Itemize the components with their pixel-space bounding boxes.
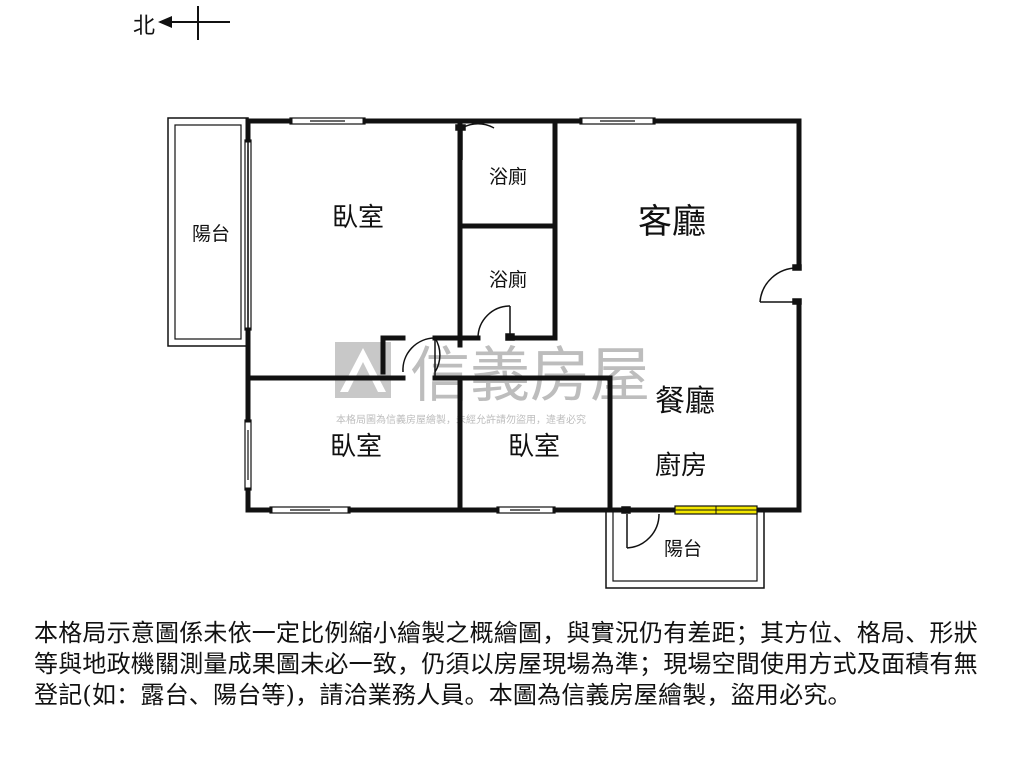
room-label-balcony-left: 陽台	[192, 223, 230, 245]
north-label: 北	[133, 14, 155, 39]
doors	[402, 122, 802, 549]
kitchen-window	[674, 505, 758, 515]
room-label-bath-2: 浴廁	[489, 268, 527, 291]
room-label-bedroom-3: 臥室	[508, 432, 560, 462]
room-label-dining: 餐廳	[655, 384, 715, 419]
walls	[245, 118, 802, 513]
room-label-bath-1: 浴廁	[489, 165, 527, 188]
room-label-kitchen: 廚房	[655, 451, 707, 481]
room-label-bedroom-2: 臥室	[330, 432, 382, 462]
disclaimer-text: 本格局示意圖係未依一定比例縮小繪製之概繪圖，與實況仍有差距；其方位、格局、形狀等…	[34, 619, 978, 709]
room-label-bedroom-main: 臥室	[332, 203, 384, 233]
room-label-balcony-bottom: 陽台	[664, 538, 702, 560]
windows	[244, 117, 656, 514]
room-label-living: 客廳	[638, 202, 706, 242]
room-labels: 臥室 浴廁 浴廁 客廳 陽台 餐廳 廚房 臥室 臥室 陽台	[192, 165, 715, 560]
north-compass: 北	[133, 6, 230, 40]
floor-plan: 北 信義房屋 本格局圖為信義房屋繪製，未經允許請勿盜用，違者必究	[133, 6, 802, 589]
compass-arrowhead	[158, 16, 172, 28]
watermark-logo-mark	[340, 348, 386, 392]
